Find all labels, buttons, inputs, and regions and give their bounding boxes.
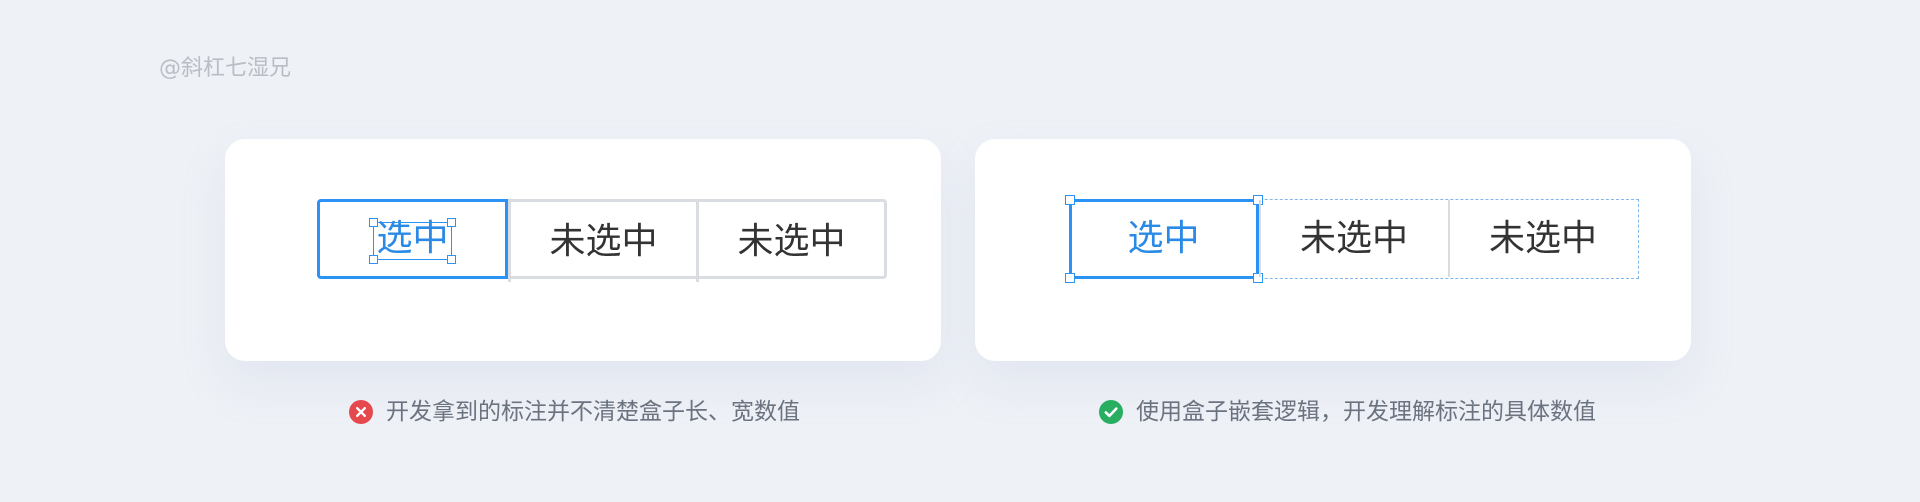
segmented-control: 选中 未选中 未选中 bbox=[1064, 194, 1639, 283]
resize-handle-bottom-left[interactable] bbox=[1064, 272, 1075, 283]
watermark: @斜杠七湿兄 bbox=[159, 56, 292, 81]
segment-label: 未选中 bbox=[1299, 217, 1408, 259]
segment-unselected[interactable]: 未选中 bbox=[696, 202, 884, 282]
error-icon bbox=[349, 400, 373, 424]
segment-label: 未选中 bbox=[549, 221, 658, 262]
segment-label: 未选中 bbox=[1488, 217, 1597, 259]
bad-example-card: 选中 未选中 未选中 bbox=[225, 139, 941, 361]
caption-text: 使用盒子嵌套逻辑，开发理解标注的具体数值 bbox=[1136, 398, 1596, 425]
segment-unselected[interactable]: 未选中 bbox=[508, 202, 696, 282]
segment-selected[interactable]: 选中 bbox=[317, 199, 508, 279]
caption-text: 开发拿到的标注并不清楚盒子长、宽数值 bbox=[386, 398, 800, 425]
segment-unselected[interactable]: 未选中 bbox=[1258, 200, 1448, 277]
good-example-card: 选中 未选中 未选中 bbox=[975, 139, 1691, 361]
good-example-caption: 使用盒子嵌套逻辑，开发理解标注的具体数值 bbox=[1099, 400, 1596, 424]
segment-selected[interactable]: 选中 bbox=[1064, 194, 1263, 283]
segment-label: 选中 bbox=[1127, 217, 1200, 259]
bad-example-caption: 开发拿到的标注并不清楚盒子长、宽数值 bbox=[349, 400, 800, 424]
segment-unselected[interactable]: 未选中 bbox=[1447, 200, 1637, 277]
resize-handle-bottom-right[interactable] bbox=[1252, 272, 1263, 283]
resize-handle-top-left[interactable] bbox=[1064, 194, 1075, 205]
success-icon bbox=[1099, 400, 1123, 424]
segmented-control: 选中 未选中 未选中 bbox=[317, 199, 887, 282]
segment-label: 未选中 bbox=[737, 221, 846, 262]
segment-label: 选中 bbox=[376, 218, 449, 259]
resize-handle-top-right[interactable] bbox=[1252, 194, 1263, 205]
segment-text-wrapper: 选中 bbox=[369, 218, 456, 264]
